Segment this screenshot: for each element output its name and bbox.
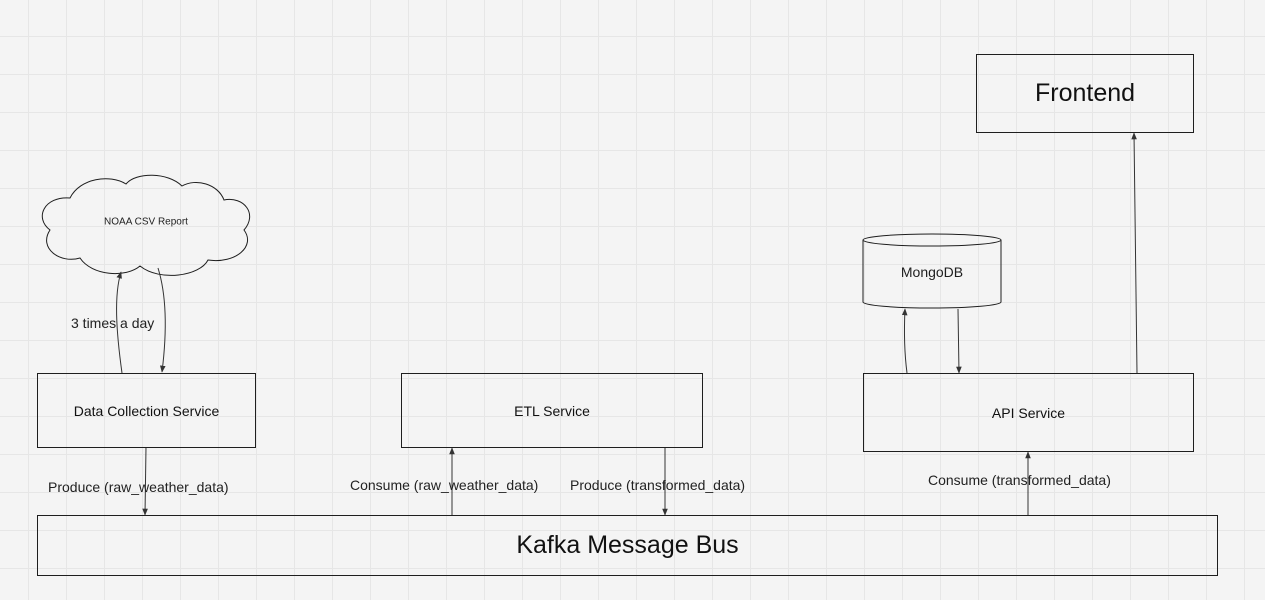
arrow-produce-raw	[142, 446, 148, 516]
etl-service-label: ETL Service	[514, 402, 590, 419]
arrow-api-to-frontend	[1131, 132, 1138, 374]
api-service-label: API Service	[991, 404, 1066, 421]
arrow-api-to-mongodb	[901, 308, 908, 374]
consume-transformed-edge-label: Consume (transformed_data)	[928, 472, 1111, 488]
frontend-node[interactable]: Frontend	[976, 54, 1194, 133]
kafka-message-bus-label: Kafka Message Bus	[516, 531, 739, 559]
kafka-message-bus-node[interactable]: Kafka Message Bus	[37, 515, 1218, 576]
arrow-fetch-response	[157, 267, 166, 373]
mongodb-label: MongoDB	[900, 264, 964, 280]
noaa-cloud-shape[interactable]	[41, 174, 250, 276]
noaa-csv-report-label: NOAA CSV Report	[104, 216, 188, 228]
mongodb-cylinder-shape[interactable]	[862, 233, 1002, 309]
data-collection-service-label: Data Collection Service	[73, 402, 220, 419]
frontend-label: Frontend	[1034, 79, 1136, 107]
api-service-node[interactable]: API Service	[863, 373, 1194, 452]
arrow-mongodb-to-api	[956, 308, 962, 374]
arrow-fetch-request	[116, 271, 123, 374]
produce-transformed-edge-label: Produce (transformed_data)	[570, 477, 746, 493]
consume-raw-edge-label: Consume (raw_weather_data)	[350, 477, 539, 493]
schedule-edge-label: 3 times a day	[71, 315, 155, 331]
produce-raw-edge-label: Produce (raw_weather_data)	[48, 479, 229, 495]
data-collection-service-node[interactable]: Data Collection Service	[37, 373, 256, 448]
etl-service-node[interactable]: ETL Service	[401, 373, 703, 448]
